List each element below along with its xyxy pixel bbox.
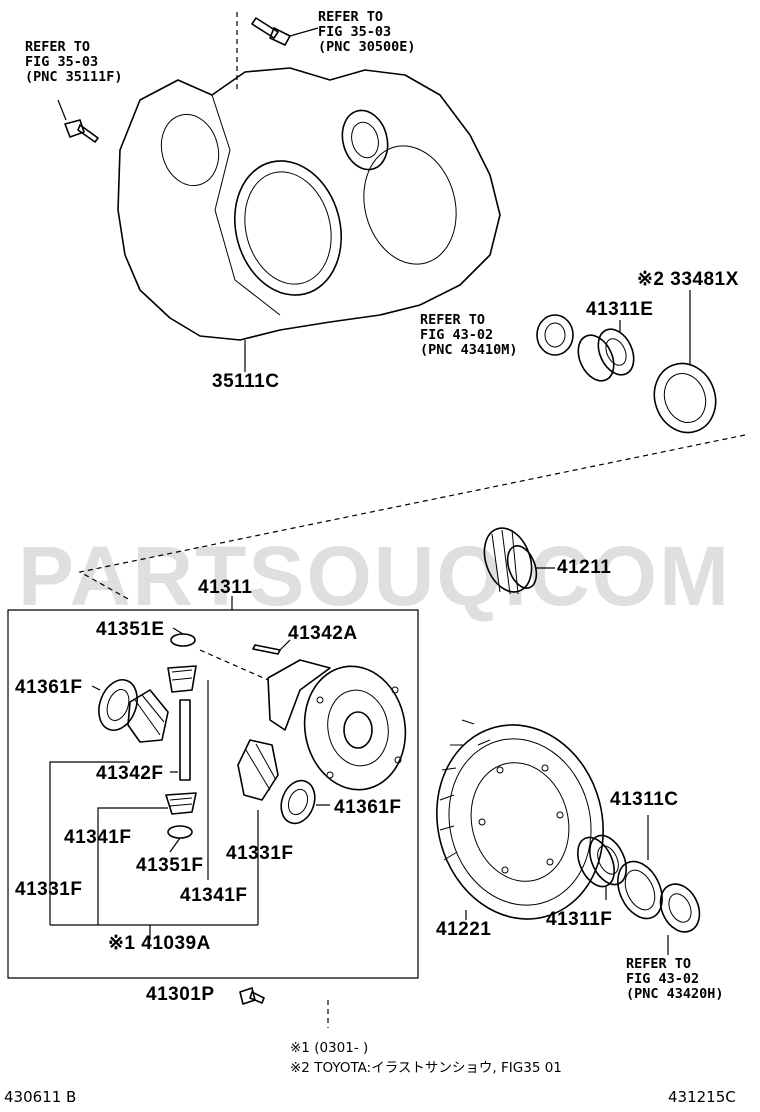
- thrust-washer-41351e-part: [170, 633, 196, 647]
- watermark: PARTSOUQ.COM: [18, 529, 732, 623]
- label-41361f-left[interactable]: 41361F: [15, 677, 83, 698]
- pinion-gear-upper-part: [167, 665, 197, 693]
- ring-gear-41221-part: [436, 719, 604, 920]
- differential-group-box: [7, 609, 419, 979]
- thrust-washer-41351f-part: [167, 825, 193, 839]
- label-41311c[interactable]: 41311C: [610, 789, 679, 810]
- side-gear-right-part: [237, 739, 279, 801]
- label-41361f-right[interactable]: 41361F: [334, 797, 402, 818]
- label-41211[interactable]: 41211: [557, 557, 612, 578]
- label-41311[interactable]: 41311: [198, 577, 253, 598]
- guide-line-diagonal: [78, 434, 746, 601]
- label-41039a[interactable]: ※1 41039A: [108, 933, 211, 954]
- shim-41311c-part: [617, 815, 663, 920]
- refer-fig-35-03-top[interactable]: REFER TO FIG 35-03 (PNC 30500E): [318, 9, 416, 55]
- illustration-code-right: 431215C: [668, 1088, 736, 1106]
- label-41301p[interactable]: 41301P: [146, 984, 215, 1005]
- seal-33481x-part: [653, 290, 717, 434]
- bolt-41301p-part: [239, 987, 265, 1005]
- washer-41361f-left-part: [98, 679, 138, 731]
- footnote-2: ※2 TOYOTA:イラストサンショウ, FIG35 01: [290, 1060, 562, 1076]
- illustration-code-left: 430611 B: [4, 1088, 77, 1106]
- label-41221[interactable]: 41221: [436, 919, 492, 940]
- oil-seal-upper-part: [536, 314, 574, 356]
- pin-41342a-part: [252, 644, 281, 655]
- label-41331f-right[interactable]: 41331F: [226, 843, 294, 864]
- bearing-41311f-part: [577, 834, 627, 900]
- label-35111c[interactable]: 35111C: [212, 371, 280, 392]
- label-41351e[interactable]: 41351E: [96, 619, 165, 640]
- differential-case-part: [199, 649, 407, 791]
- label-41351f[interactable]: 41351F: [136, 855, 204, 876]
- bearing-41311e-part: [577, 320, 635, 382]
- refer-fig-43-02-upper[interactable]: REFER TO FIG 43-02 (PNC 43410M): [420, 312, 518, 358]
- label-41331f-left[interactable]: 41331F: [15, 879, 83, 900]
- label-41342a[interactable]: 41342A: [288, 623, 358, 644]
- label-41341f-lower[interactable]: 41341F: [180, 885, 248, 906]
- kit-41039a-bracket: [49, 680, 259, 940]
- label-41342f[interactable]: 41342F: [96, 763, 164, 784]
- label-41311f[interactable]: 41311F: [546, 909, 613, 930]
- footnote-1: ※1 (0301- ): [290, 1040, 369, 1056]
- side-gear-left-part: [127, 689, 169, 743]
- label-41311e[interactable]: 41311E: [586, 299, 654, 320]
- transaxle-housing-part: [117, 67, 501, 372]
- speedometer-gear-41211-part: [483, 527, 555, 595]
- bolt-left-part: [57, 99, 99, 143]
- refer-fig-43-02-lower[interactable]: REFER TO FIG 43-02 (PNC 43420H): [626, 956, 724, 1002]
- label-33481x[interactable]: ※2 33481X: [637, 269, 739, 290]
- refer-fig-35-03-left[interactable]: REFER TO FIG 35-03 (PNC 35111F): [25, 39, 123, 85]
- bolt-top-part: [251, 17, 319, 46]
- pinion-shaft-41342f-part: [179, 699, 191, 781]
- washer-41361f-right-part: [280, 779, 316, 825]
- pinion-gear-lower-part: [165, 792, 197, 815]
- oil-seal-lower-part: [659, 883, 701, 955]
- label-41341f-upper[interactable]: 41341F: [64, 827, 132, 848]
